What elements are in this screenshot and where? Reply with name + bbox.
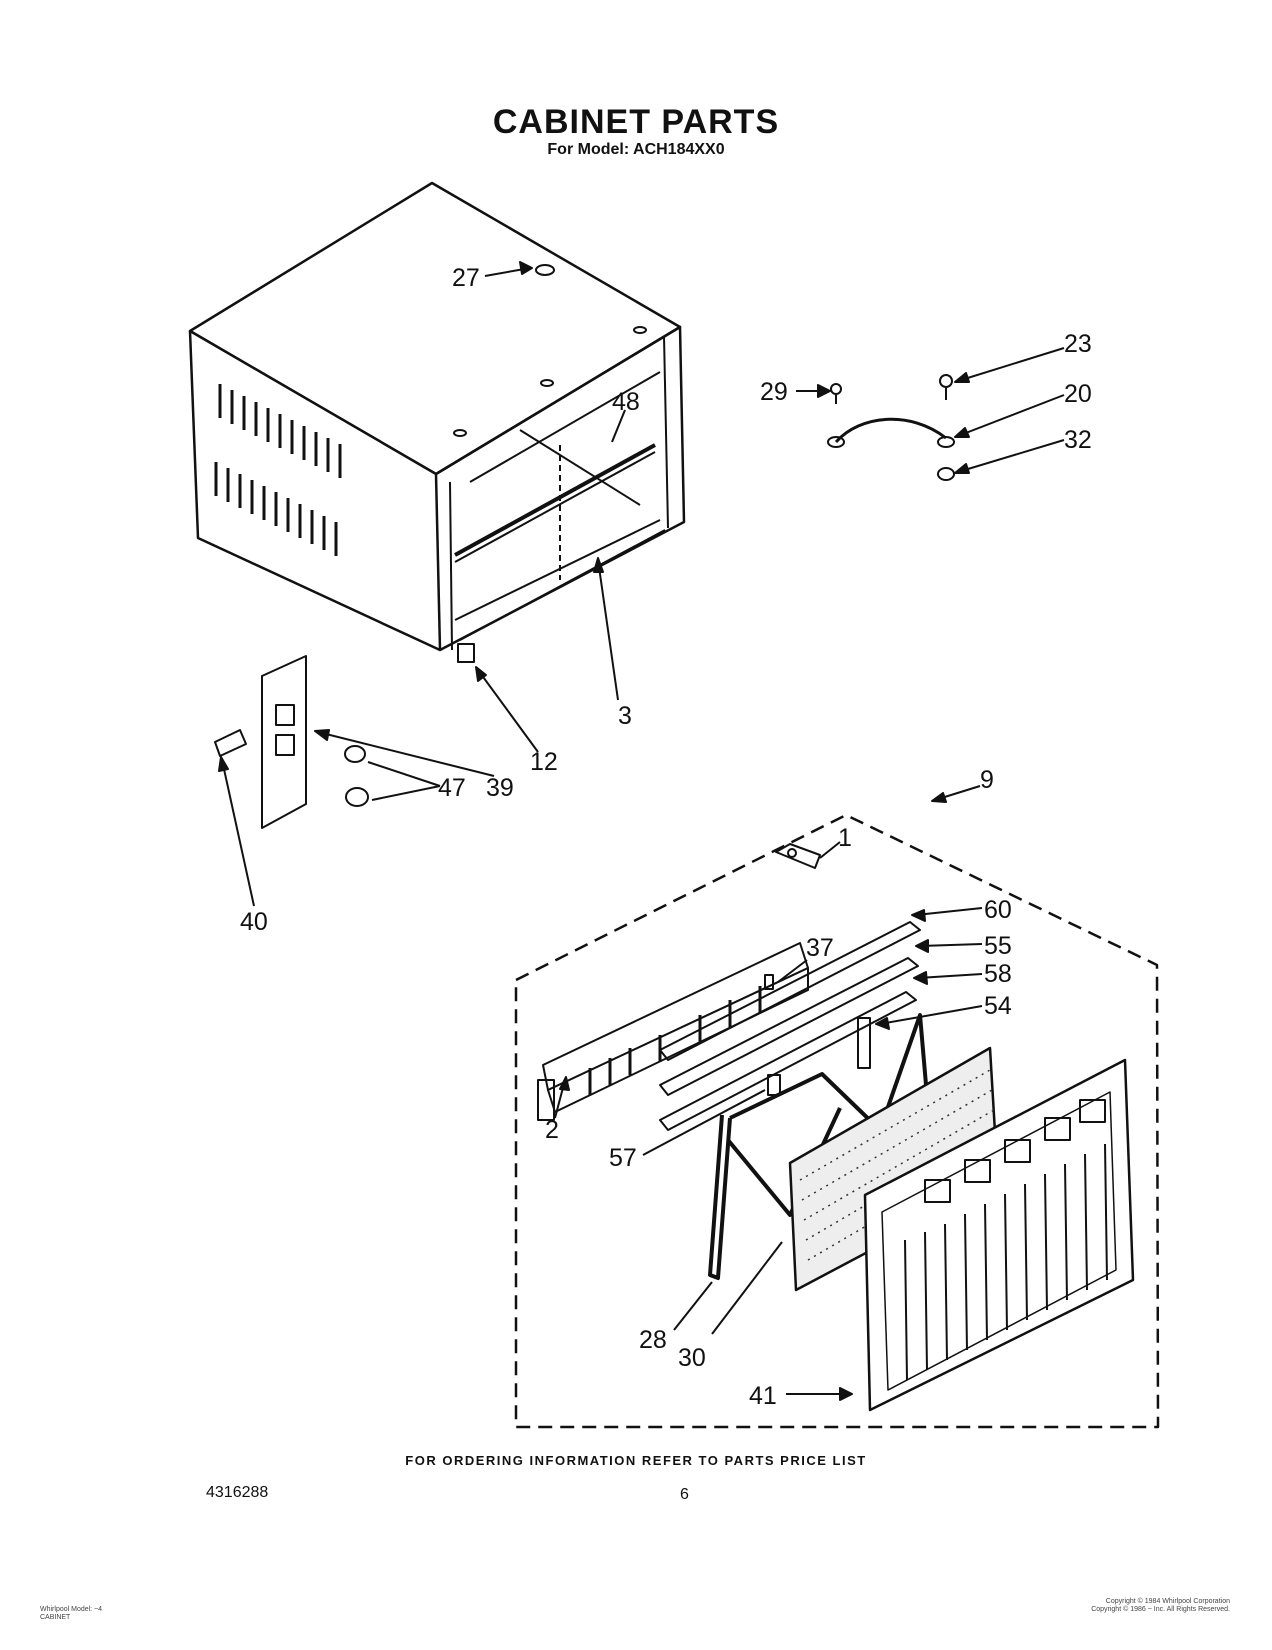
ordering-note: FOR ORDERING INFORMATION REFER TO PARTS … [405, 1453, 867, 1468]
callout-27: 27 [452, 264, 480, 292]
copyright-line: Copyright © 1986 ~ Inc. All Rights Reser… [1091, 1606, 1230, 1613]
front-grille [863, 1058, 1135, 1412]
kit-boundary [514, 813, 1160, 1429]
callout-32: 32 [1064, 426, 1092, 454]
leader-lines [218, 261, 1065, 1401]
model-subtitle: For Model: ACH184XX0 [547, 141, 725, 158]
callout-23: 23 [1064, 330, 1092, 358]
copyright-line: Copyright © 1984 Whirlpool Corporation [1105, 1598, 1230, 1605]
page-number: 6 [680, 1486, 689, 1503]
callout-30: 30 [678, 1344, 706, 1372]
page-title: CABINET PARTS [492, 103, 780, 141]
callout-57: 57 [609, 1144, 637, 1172]
callout-40: 40 [240, 908, 268, 936]
callout-2: 2 [545, 1116, 559, 1144]
callout-58: 58 [984, 960, 1012, 988]
fine-print-left: Whirlpool Model: ~4 CABINET [40, 1606, 102, 1622]
callout-55: 55 [984, 932, 1012, 960]
callout-47: 47 [438, 774, 466, 802]
fine-print-left-line: CABINET [40, 1614, 71, 1621]
callout-60: 60 [984, 896, 1012, 924]
callout-labels: 27 48 3 12 39 47 40 29 23 20 32 9 1 60 5… [240, 264, 1092, 1410]
callout-1: 1 [838, 824, 852, 852]
callout-48: 48 [612, 388, 640, 416]
callout-28: 28 [639, 1326, 667, 1354]
cabinet-shell [188, 181, 686, 663]
callout-41: 41 [749, 1382, 777, 1410]
callout-20: 20 [1064, 380, 1092, 408]
control-bracket [214, 655, 369, 829]
linkage-rods [659, 921, 921, 1131]
air-filter [788, 1046, 1000, 1292]
callout-54: 54 [984, 992, 1012, 1020]
callout-3: 3 [618, 702, 632, 730]
control-housing [537, 843, 821, 1121]
callout-39: 39 [486, 774, 514, 802]
copyright-notice: Copyright © 1984 Whirlpool Corporation C… [1091, 1598, 1230, 1614]
callout-29: 29 [760, 378, 788, 406]
callout-9: 9 [980, 766, 994, 794]
callout-37: 37 [806, 934, 834, 962]
callout-12: 12 [530, 748, 558, 776]
fine-print-left-line: Whirlpool Model: ~4 [40, 1606, 103, 1613]
ground-wire-assembly [827, 374, 955, 481]
document-number: 4316288 [206, 1484, 269, 1501]
